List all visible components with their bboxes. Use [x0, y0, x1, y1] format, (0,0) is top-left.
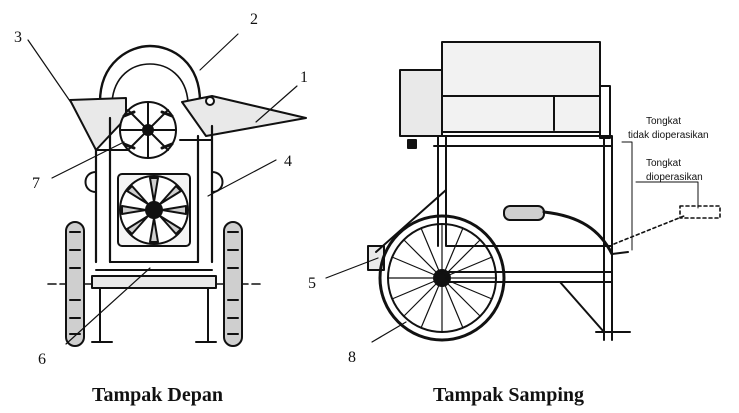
caption-side-view: Tampak Samping	[433, 384, 584, 406]
right-handle	[211, 171, 224, 193]
grain-tray	[91, 275, 217, 289]
leader-lines	[27, 33, 407, 345]
callout-8: 8	[348, 349, 356, 366]
left-hopper	[69, 97, 127, 151]
caption-front-view: Tampak Depan	[92, 384, 223, 406]
left-handle	[84, 171, 97, 193]
annotation-leader-2	[635, 181, 699, 209]
engine-block	[399, 69, 443, 137]
annotation-leader-1	[621, 141, 633, 251]
top-housing	[441, 41, 601, 133]
annotation-operated-line1: Tongkat	[646, 158, 681, 169]
pivot-bolt	[205, 96, 215, 106]
callout-6: 6	[38, 351, 46, 368]
wheel-brace	[367, 189, 447, 271]
drum-cover	[98, 44, 202, 104]
front-legs	[91, 287, 217, 343]
callout-7: 7	[32, 175, 40, 192]
drum-cover-inner	[111, 63, 189, 103]
callout-1: 1	[300, 69, 308, 86]
callout-5: 5	[308, 275, 316, 292]
annotation-not-operated-line1: Tongkat	[646, 116, 681, 127]
lever-handle-dotted	[679, 205, 721, 219]
side-wheel	[378, 214, 506, 342]
frame-braces	[95, 139, 213, 271]
lever-path-dotted	[613, 215, 685, 245]
callout-3: 3	[14, 29, 22, 46]
right-wheel	[223, 221, 243, 347]
right-chute	[181, 95, 307, 137]
left-wheel	[65, 221, 85, 347]
callout-4: 4	[284, 153, 292, 170]
front-frame	[94, 116, 214, 264]
operating-lever	[503, 205, 629, 256]
annotation-not-operated-line2: tidak dioperasikan	[628, 130, 709, 141]
threshing-drum	[119, 101, 177, 159]
front-view-drawing	[47, 44, 307, 347]
callout-2: 2	[250, 11, 258, 28]
blower-fan	[117, 173, 191, 247]
side-view-drawing	[367, 41, 721, 342]
annotation-operated-line2: dioperasikan	[646, 172, 703, 183]
